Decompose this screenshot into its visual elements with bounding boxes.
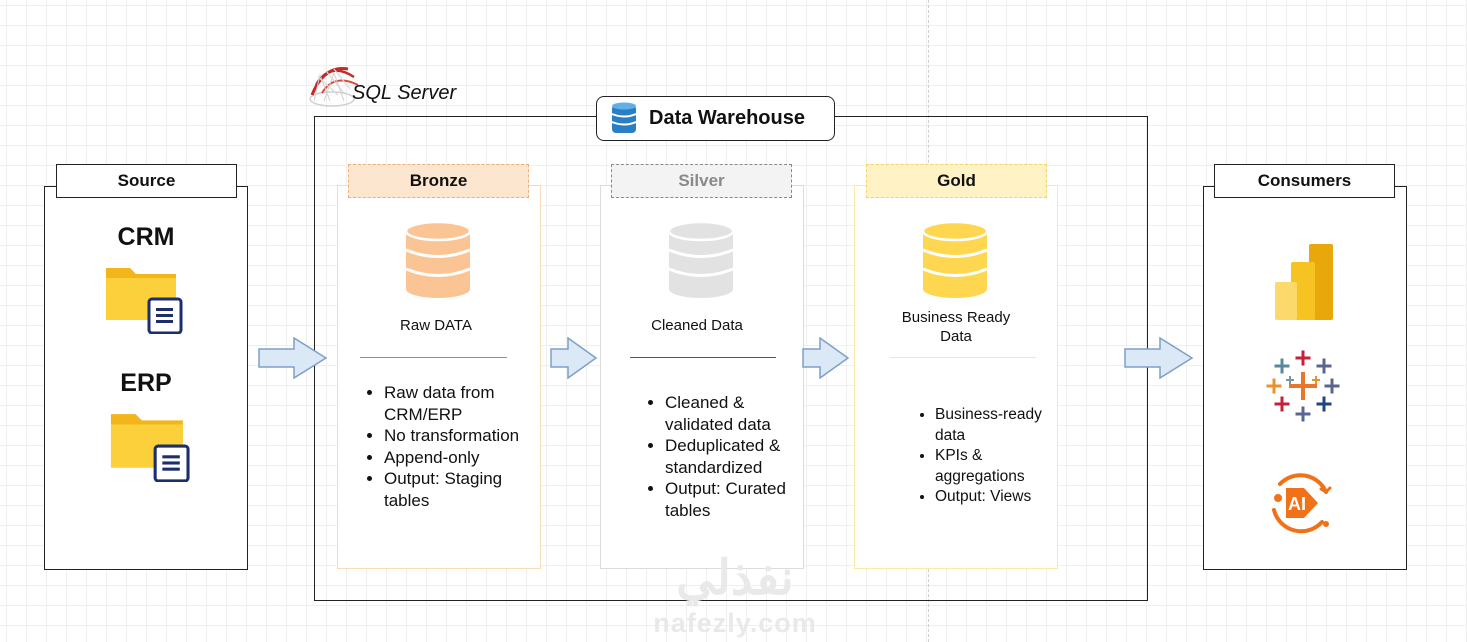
list-item: Output: Staging tables — [384, 468, 532, 511]
power-bi-icon — [1272, 242, 1336, 322]
list-item: KPIs & aggregations — [935, 446, 1043, 487]
flow-arrow-source-to-bronze — [258, 336, 328, 380]
list-item: Cleaned & validated data — [665, 392, 803, 435]
sql-server-logo — [304, 55, 362, 110]
gold-description: Business Ready Data — [901, 309, 1011, 345]
silver-title: Silver — [611, 164, 792, 198]
bronze-title: Bronze — [348, 164, 529, 198]
list-item: Business-ready data — [935, 405, 1043, 446]
silver-database-icon — [667, 220, 735, 299]
list-item: No transformation — [384, 425, 532, 447]
list-item: Deduplicated & standardized — [665, 435, 803, 478]
list-item: Output: Views — [935, 487, 1043, 508]
bronze-divider — [360, 357, 507, 358]
bronze-database-icon — [404, 220, 472, 299]
bronze-bullet-list: Raw data from CRM/ERP No transformation … — [362, 382, 532, 511]
bronze-description: Raw DATA — [400, 317, 472, 334]
silver-bullet-list: Cleaned & validated data Deduplicated & … — [643, 392, 803, 521]
svg-text:AI: AI — [1288, 494, 1306, 514]
watermark-arabic: نفذلي — [676, 552, 794, 605]
source-title: Source — [56, 164, 237, 198]
gold-divider — [890, 357, 1036, 358]
gold-database-icon — [921, 220, 989, 299]
data-warehouse-title: Data Warehouse — [649, 107, 805, 129]
flow-arrow-bronze-to-silver — [550, 336, 598, 380]
list-item: Output: Curated tables — [665, 478, 803, 521]
flow-arrow-gold-to-consumers — [1124, 336, 1194, 380]
tableau-icon — [1266, 350, 1340, 422]
crm-label: CRM — [80, 220, 212, 254]
erp-label: ERP — [80, 366, 212, 400]
silver-description: Cleaned Data — [651, 317, 743, 334]
crm-folder-document-icon — [104, 262, 184, 335]
consumers-title: Consumers — [1214, 164, 1395, 198]
watermark-latin: nafezly.com — [653, 608, 817, 638]
ai-video-icon: AI — [1266, 470, 1336, 536]
flow-arrow-silver-to-gold — [802, 336, 850, 380]
erp-folder-document-icon — [108, 408, 192, 483]
list-item: Raw data from CRM/ERP — [384, 382, 532, 425]
database-icon — [611, 102, 637, 136]
gold-title: Gold — [866, 164, 1047, 198]
sql-server-label: SQL Server — [352, 82, 457, 104]
silver-divider — [630, 357, 776, 358]
data-warehouse-header: Data Warehouse — [596, 96, 835, 141]
gold-bullet-list: Business-ready data KPIs & aggregations … — [913, 405, 1043, 508]
list-item: Append-only — [384, 447, 532, 469]
